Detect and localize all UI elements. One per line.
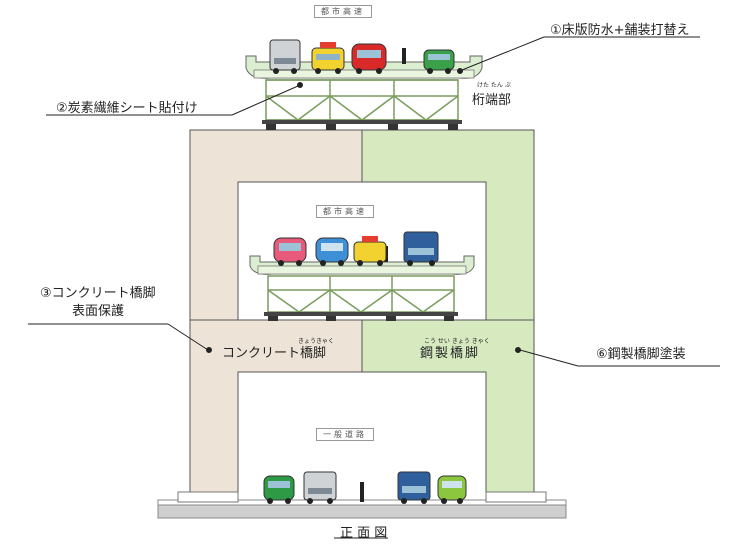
concrete-pier-ruby: きょうきゃく bbox=[298, 338, 335, 345]
label-girder-end-ruby: けた たん ぶ bbox=[477, 82, 511, 89]
sign-middle: 都市高速 bbox=[316, 205, 374, 218]
steel-pier-ruby: こう せい きょう きゃく bbox=[424, 338, 490, 345]
vehicle-pink-car-mid bbox=[273, 237, 307, 266]
vehicle-utility-top bbox=[311, 42, 345, 74]
vehicle-blue-car-mid bbox=[315, 237, 349, 266]
label-item3-line1: ③コンクリート橋脚 bbox=[40, 286, 156, 301]
vehicle-truck-ground bbox=[303, 471, 337, 504]
left-footing bbox=[177, 491, 239, 503]
label-item1: ①床版防水+舗装打替え bbox=[550, 23, 690, 38]
concrete-pier-label: コンクリート橋脚 bbox=[222, 346, 327, 361]
sign-top: 都市高速 bbox=[314, 5, 372, 18]
vehicle-truck-top bbox=[269, 39, 301, 74]
vehicle-truck-mid bbox=[403, 231, 439, 266]
vehicle-blue-truck-ground bbox=[397, 471, 431, 504]
caption: 正 面 図 bbox=[340, 526, 388, 541]
leader-lines bbox=[28, 36, 720, 367]
sign-bottom: 一般道路 bbox=[316, 428, 374, 441]
ground-road bbox=[157, 503, 567, 519]
vehicle-red-car-top bbox=[351, 43, 387, 74]
vehicle-green-car-top bbox=[423, 49, 455, 74]
vehicle-lime-car-ground bbox=[437, 475, 467, 504]
vehicle-green-car-ground bbox=[263, 475, 295, 504]
label-item3-line2: 表面保護 bbox=[72, 304, 125, 319]
label-girder-end: 桁端部 bbox=[472, 93, 512, 108]
vehicle-utility-mid bbox=[353, 236, 387, 266]
right-footing bbox=[485, 491, 547, 503]
steel-pier-label: 鋼製橋脚 bbox=[420, 346, 481, 361]
label-item2: ②炭素繊維シート貼付け bbox=[56, 101, 198, 116]
label-item6: ⑥鋼製橋脚塗装 bbox=[596, 347, 686, 362]
